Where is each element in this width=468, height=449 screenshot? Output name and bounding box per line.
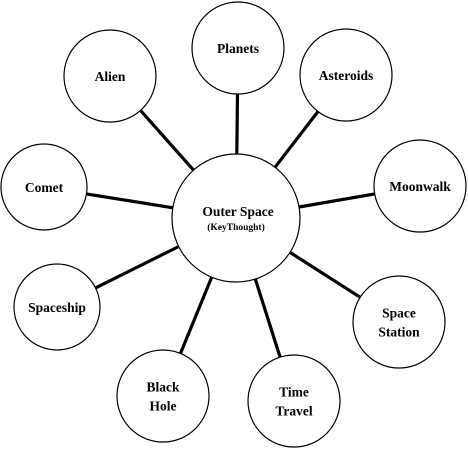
central-topic-subtitle: (KeyThought) (207, 222, 265, 233)
central-topic: Outer Space (KeyThought) (171, 153, 301, 283)
central-topic-circle (171, 153, 301, 283)
topic-time-travel-label: Time (279, 385, 309, 400)
topic-alien-label: Alien (95, 69, 126, 84)
topic-space-station-circle (352, 275, 446, 369)
topic-alien-circle (63, 29, 157, 123)
topic-moonwalk-label: Moonwalk (389, 179, 451, 194)
topic-comet-label: Comet (25, 180, 64, 195)
connector-moonwalk (298, 192, 375, 209)
topic-space-station-label: Station (378, 325, 420, 340)
topic-spaceship-label: Spaceship (28, 300, 86, 315)
topic-asteroids-circle (299, 28, 393, 122)
topic-planets-label: Planets (217, 41, 259, 56)
connector-comet (86, 192, 174, 210)
topic-time-travel-label: Travel (275, 404, 312, 419)
connector-black-hole (179, 276, 214, 355)
connector-asteroids (273, 110, 320, 169)
topic-alien: Alien (63, 29, 157, 123)
topic-spaceship-circle (13, 263, 101, 351)
topic-time-travel-circle (247, 354, 341, 448)
topic-black-hole-label: Hole (150, 399, 177, 414)
topic-moonwalk: Moonwalk (373, 139, 467, 233)
central-topic-title: Outer Space (202, 204, 273, 219)
topic-asteroids: Asteroids (299, 28, 393, 122)
topic-planets-circle (191, 1, 285, 95)
topic-comet: Comet (0, 143, 88, 231)
connector-alien (139, 109, 195, 172)
topic-black-hole-label: Black (146, 380, 179, 395)
connector-lines (86, 93, 375, 358)
topic-spaceship: Spaceship (13, 263, 101, 351)
connector-space-station (289, 251, 362, 299)
connector-time-travel (253, 278, 282, 358)
topic-planets: Planets (191, 1, 285, 95)
topic-space-station-label: Space (382, 306, 416, 321)
topic-black-hole-circle (116, 349, 210, 443)
connector-spaceship (94, 245, 180, 290)
connector-planets (235, 93, 240, 155)
topic-moonwalk-circle (373, 139, 467, 233)
topic-asteroids-label: Asteroids (319, 68, 374, 83)
topic-comet-circle (0, 143, 88, 231)
